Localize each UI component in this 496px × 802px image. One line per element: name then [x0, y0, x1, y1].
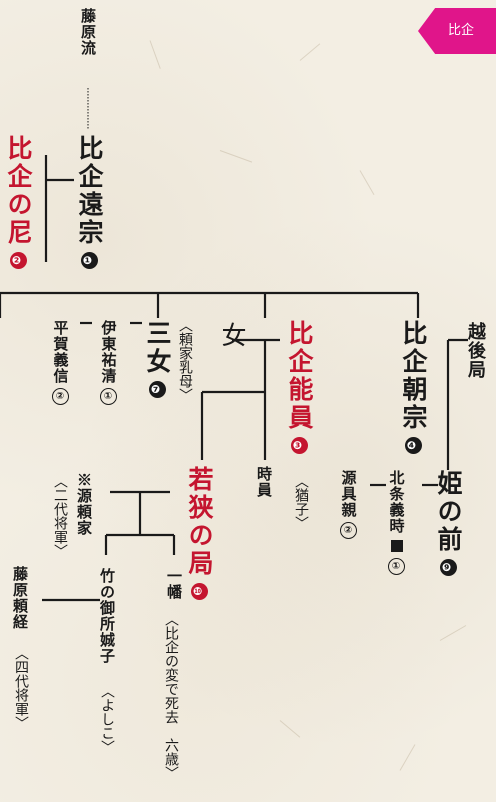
person-hiki-tomomune: 比企朝宗 ❹	[399, 320, 428, 454]
generation-number-badge: ❼	[148, 381, 166, 398]
person-name: 平賀義信	[51, 320, 70, 384]
marriage-order-badge: ①	[388, 558, 405, 575]
generation-number-badge: ❹	[404, 437, 422, 454]
person-name: 姫の前	[434, 470, 463, 554]
shogun-note: 〈二代将軍〉	[52, 474, 68, 558]
person-sanjo: 三女 ❼	[143, 320, 172, 398]
reading-note: 〈よしこ〉	[99, 684, 115, 754]
wet-nurse-note: 〈頼家乳母〉	[177, 318, 193, 402]
person-name: 源頼家	[75, 488, 93, 536]
clan-tag: 比企	[418, 8, 496, 54]
adopted-note: 〈猶子〉	[293, 474, 309, 530]
person-fujiwara-yoritsune: 藤原頼経	[11, 566, 29, 630]
person-minamoto-tomochika: 源具親 ②	[339, 470, 358, 539]
person-name: 比企遠宗	[75, 135, 104, 247]
person-onna: 女	[218, 322, 247, 350]
lineage-label: 藤原流	[79, 8, 97, 56]
person-takenogosho: 竹の御所娍子	[98, 568, 116, 664]
person-hojo-yoshitoki: 北条義時 ①	[387, 470, 406, 575]
person-echigonotsubone: 越後局	[465, 322, 486, 379]
person-name: 若狭の局	[185, 466, 214, 578]
person-name: 伊東祐清	[99, 320, 118, 384]
generation-number-badge: ❿	[190, 583, 208, 600]
person-name: 比企能員	[285, 320, 314, 432]
generation-number-badge: ❾	[439, 559, 457, 576]
person-name: 比企朝宗	[399, 320, 428, 432]
reference-mark: ※	[75, 472, 93, 488]
person-himenomae: 姫の前 ❾	[434, 470, 463, 576]
person-hiki-yoshikazu: 比企能員 ❸	[285, 320, 314, 454]
person-minamoto-yoriie: ※源頼家	[75, 472, 93, 536]
marriage-order-badge: ①	[100, 388, 117, 405]
person-name: 源具親	[339, 470, 358, 518]
person-name: 北条義時	[387, 470, 406, 534]
person-tokikazu: 時員	[255, 466, 273, 498]
shogun-note: 〈四代将軍〉	[13, 646, 29, 730]
generation-number-badge: ❷	[9, 252, 27, 269]
person-ichiman: 一幡	[165, 568, 183, 600]
person-ito-sukekiyo: 伊東祐清 ①	[99, 320, 118, 405]
person-name: 三女	[143, 320, 172, 376]
person-hiraga-yoshinobu: 平賀義信 ②	[51, 320, 70, 405]
square-mark	[390, 540, 403, 552]
generation-number-badge: ❸	[290, 437, 308, 454]
marriage-order-badge: ②	[52, 388, 69, 405]
person-wakasanotsubone: 若狭の局 ❿	[185, 466, 214, 600]
person-hikinoama: 比企の尼 ❷	[4, 135, 33, 269]
generation-number-badge: ❶	[80, 252, 98, 269]
person-hiki-tomomune-father: 比企遠宗 ❶	[75, 135, 104, 269]
marriage-order-badge: ②	[340, 522, 357, 539]
person-name: 比企の尼	[4, 135, 33, 247]
death-note: 〈比企の変で死去 六歳〉	[163, 612, 179, 780]
